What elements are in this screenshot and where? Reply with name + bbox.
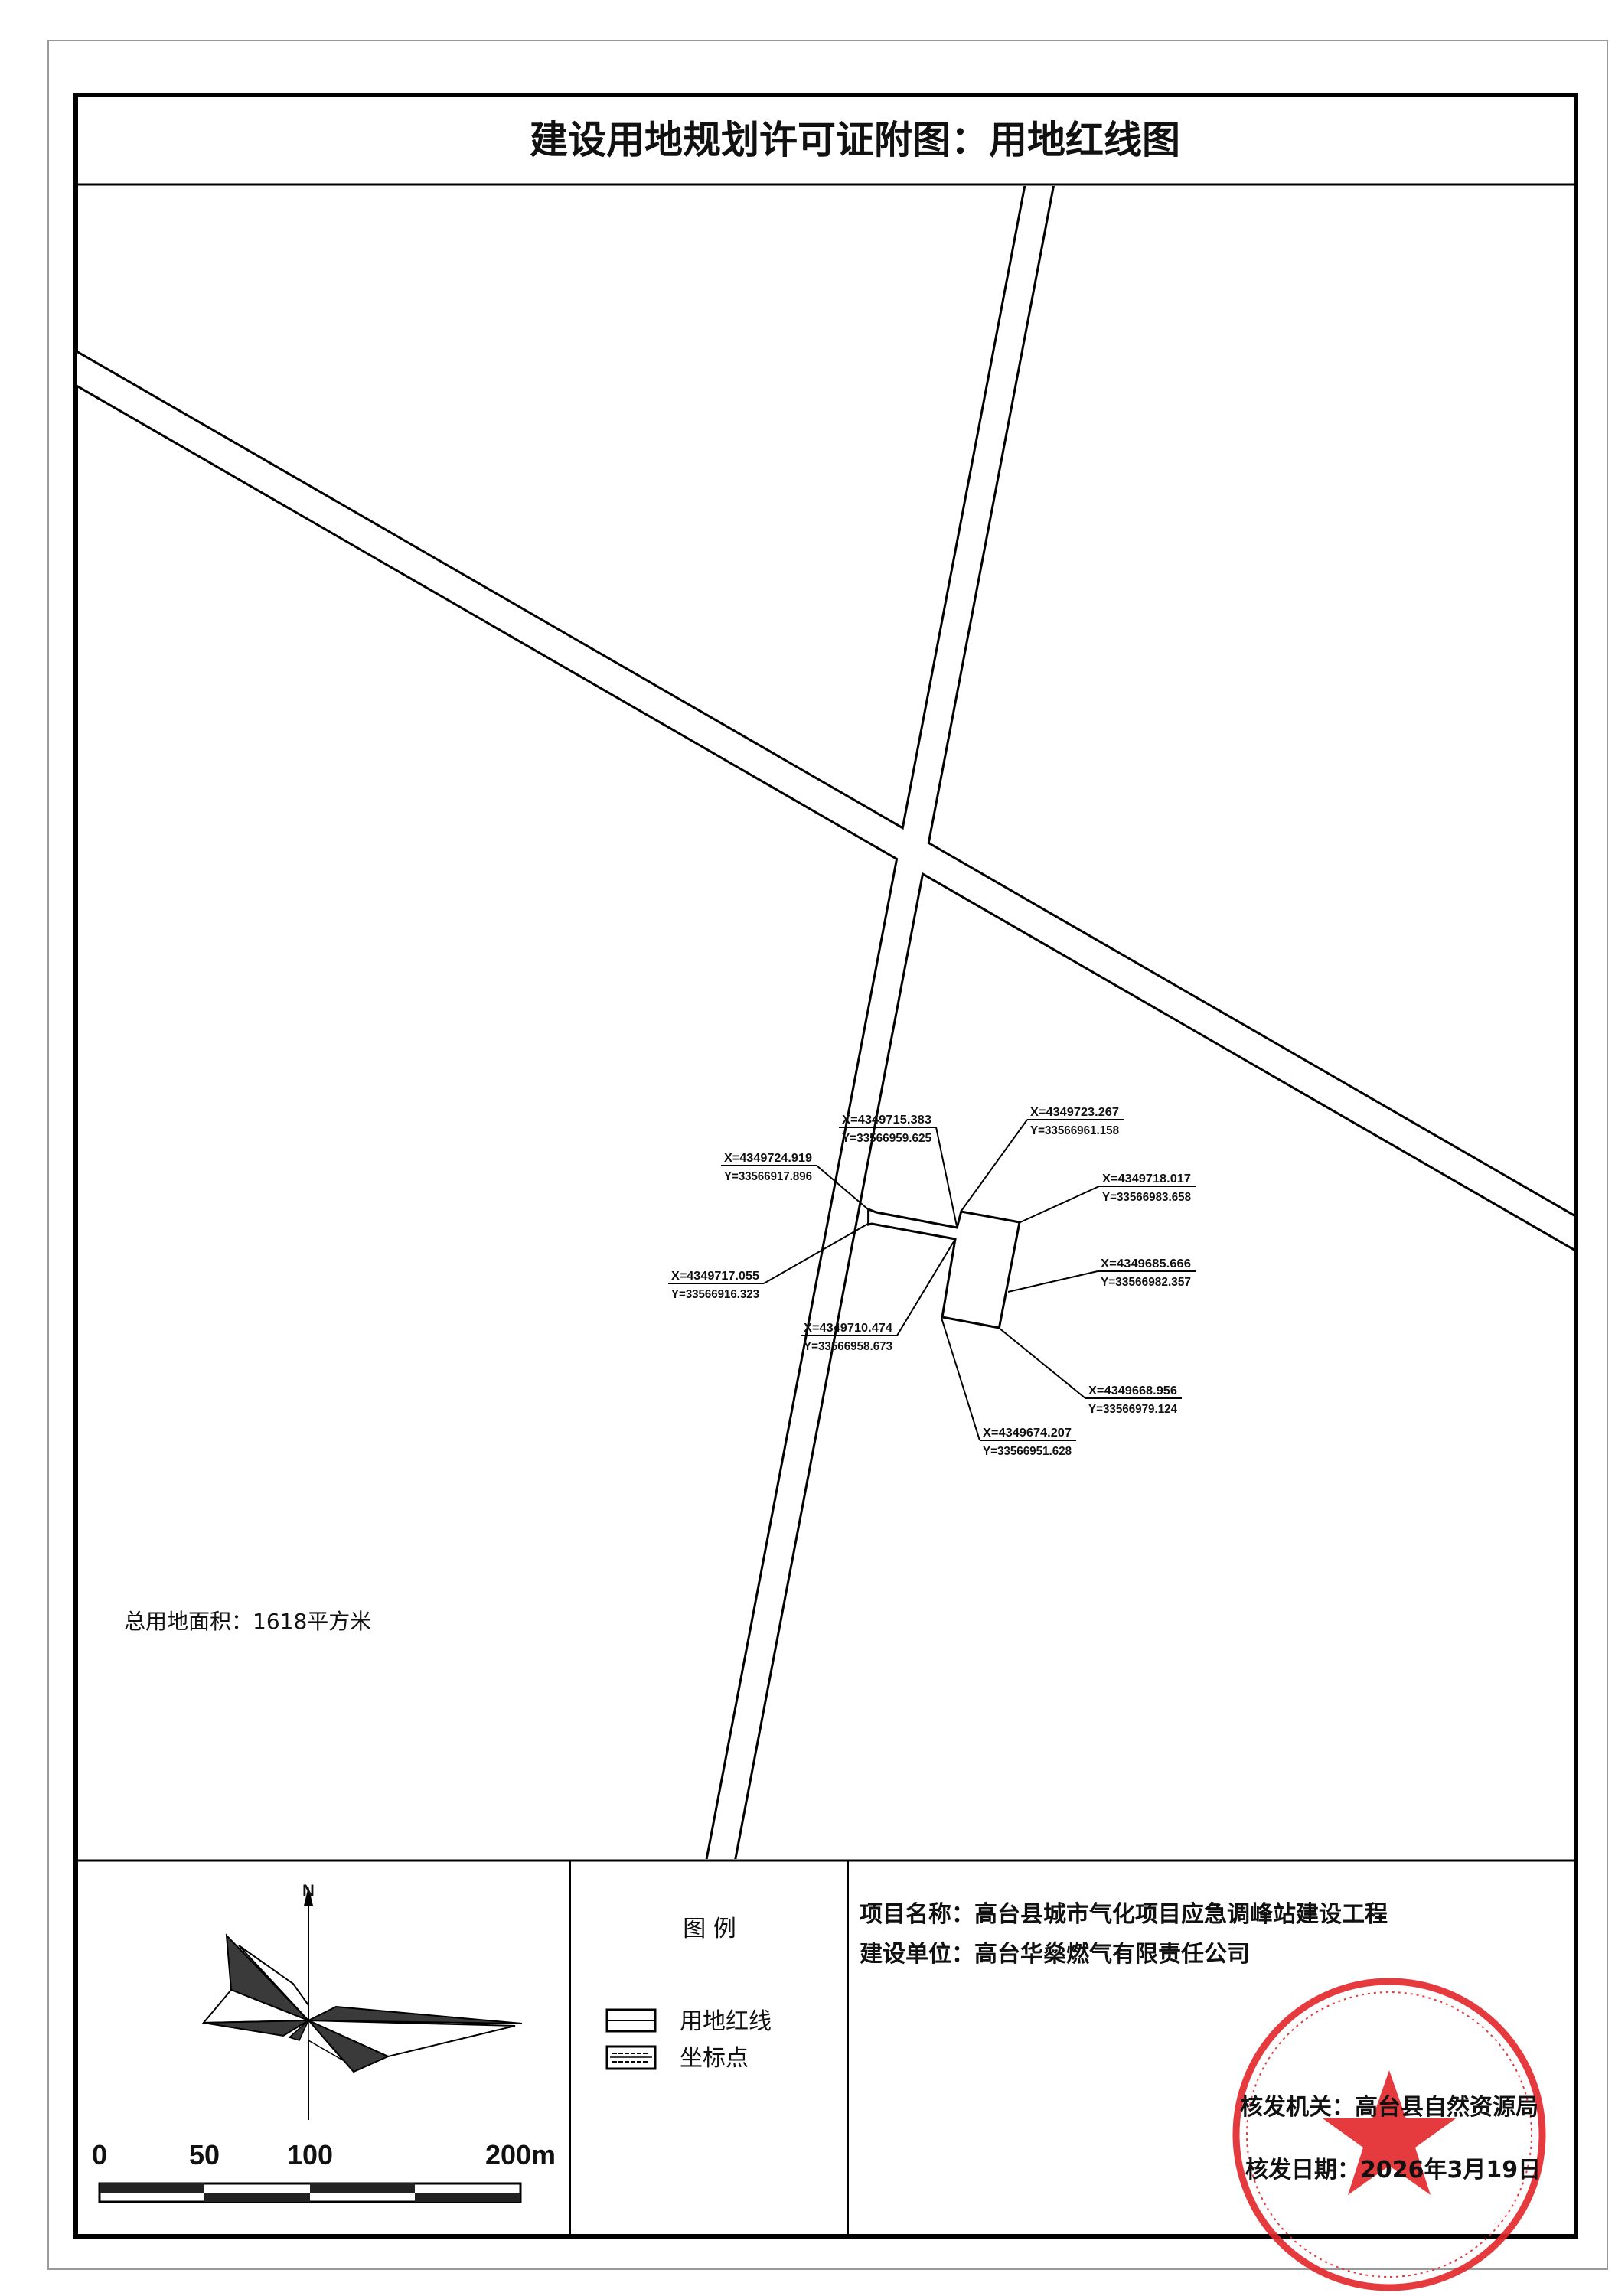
leader-line — [998, 1327, 1086, 1399]
red-line-symbol-icon — [605, 2008, 657, 2033]
coordinate-x: X=4349723.267 — [1030, 1106, 1119, 1119]
coordinate-x: X=4349718.017 — [1102, 1172, 1191, 1186]
scale-label-50: 50 — [189, 2139, 220, 2170]
compass-rose-icon — [201, 1887, 523, 2120]
coordinate-point-symbol-icon — [605, 2045, 657, 2070]
coordinate-y: Y=33566982.357 — [1101, 1276, 1191, 1289]
coordinate-y: Y=33566959.625 — [842, 1132, 931, 1145]
roads — [77, 186, 1574, 1859]
north-label: N — [302, 1881, 315, 1900]
coordinate-x: X=4349710.474 — [804, 1322, 892, 1335]
road-vertical — [707, 186, 1052, 1859]
coordinate-labels: X=4349715.383Y=33566959.625X=4349723.267… — [668, 1106, 1196, 1458]
leader-line — [941, 1317, 980, 1441]
coordinate-x: X=4349717.055 — [671, 1270, 759, 1283]
land-parcel-red-line[interactable] — [867, 1207, 1021, 1329]
leader-line — [763, 1223, 869, 1284]
scale-bar — [98, 2182, 522, 2203]
road-diagonal — [77, 353, 1574, 1249]
page-title: 建设用地规划许可证附图：用地红线图 — [530, 118, 1180, 162]
issuing-authority: 核发机关：高台县自然资源局 — [1240, 2094, 1538, 2121]
coordinate-x: X=4349668.956 — [1088, 1384, 1177, 1397]
project-name: 项目名称：高台县城市气化项目应急调峰站建设工程 — [860, 1901, 1388, 1928]
coordinate-y: Y=33566958.673 — [804, 1340, 892, 1353]
coordinate-y: Y=33566983.658 — [1102, 1191, 1191, 1204]
legend-title: 图 例 — [683, 1916, 736, 1942]
legend-label-red-line: 用地红线 — [680, 2008, 772, 2035]
coordinate-y: Y=33566961.158 — [1030, 1124, 1119, 1137]
leader-line — [961, 1119, 1028, 1212]
legend-label-coordinate-point: 坐标点 — [680, 2045, 749, 2072]
coordinate-x: X=4349685.666 — [1101, 1257, 1191, 1270]
official-seal-stamp — [1232, 1978, 1546, 2291]
coordinate-y: Y=33566916.323 — [671, 1288, 759, 1301]
construction-unit: 建设单位：高台华燊燃气有限责任公司 — [860, 1941, 1250, 1968]
leader-line — [816, 1165, 869, 1210]
coordinate-y: Y=33566917.896 — [724, 1170, 812, 1183]
scale-label-100: 100 — [287, 2139, 333, 2170]
total-area-label: 总用地面积：1618平方米 — [124, 1609, 371, 1634]
leader-line — [1007, 1270, 1098, 1293]
page-border — [47, 40, 1608, 2270]
issue-date: 核发日期：2026年3月19日 — [1245, 2157, 1541, 2183]
leader-line — [1020, 1186, 1100, 1223]
coordinate-x: X=4349724.919 — [724, 1152, 812, 1165]
coordinate-y: Y=33566979.124 — [1088, 1403, 1177, 1416]
scale-label-0: 0 — [92, 2139, 107, 2170]
coordinate-x: X=4349674.207 — [983, 1427, 1072, 1440]
leader-line — [935, 1127, 958, 1227]
map-frame — [73, 93, 1578, 2239]
coordinate-y: Y=33566951.628 — [983, 1445, 1072, 1458]
coordinate-x: X=4349715.383 — [842, 1114, 931, 1127]
leader-line — [896, 1238, 956, 1336]
scale-label-200m: 200m — [485, 2139, 556, 2170]
